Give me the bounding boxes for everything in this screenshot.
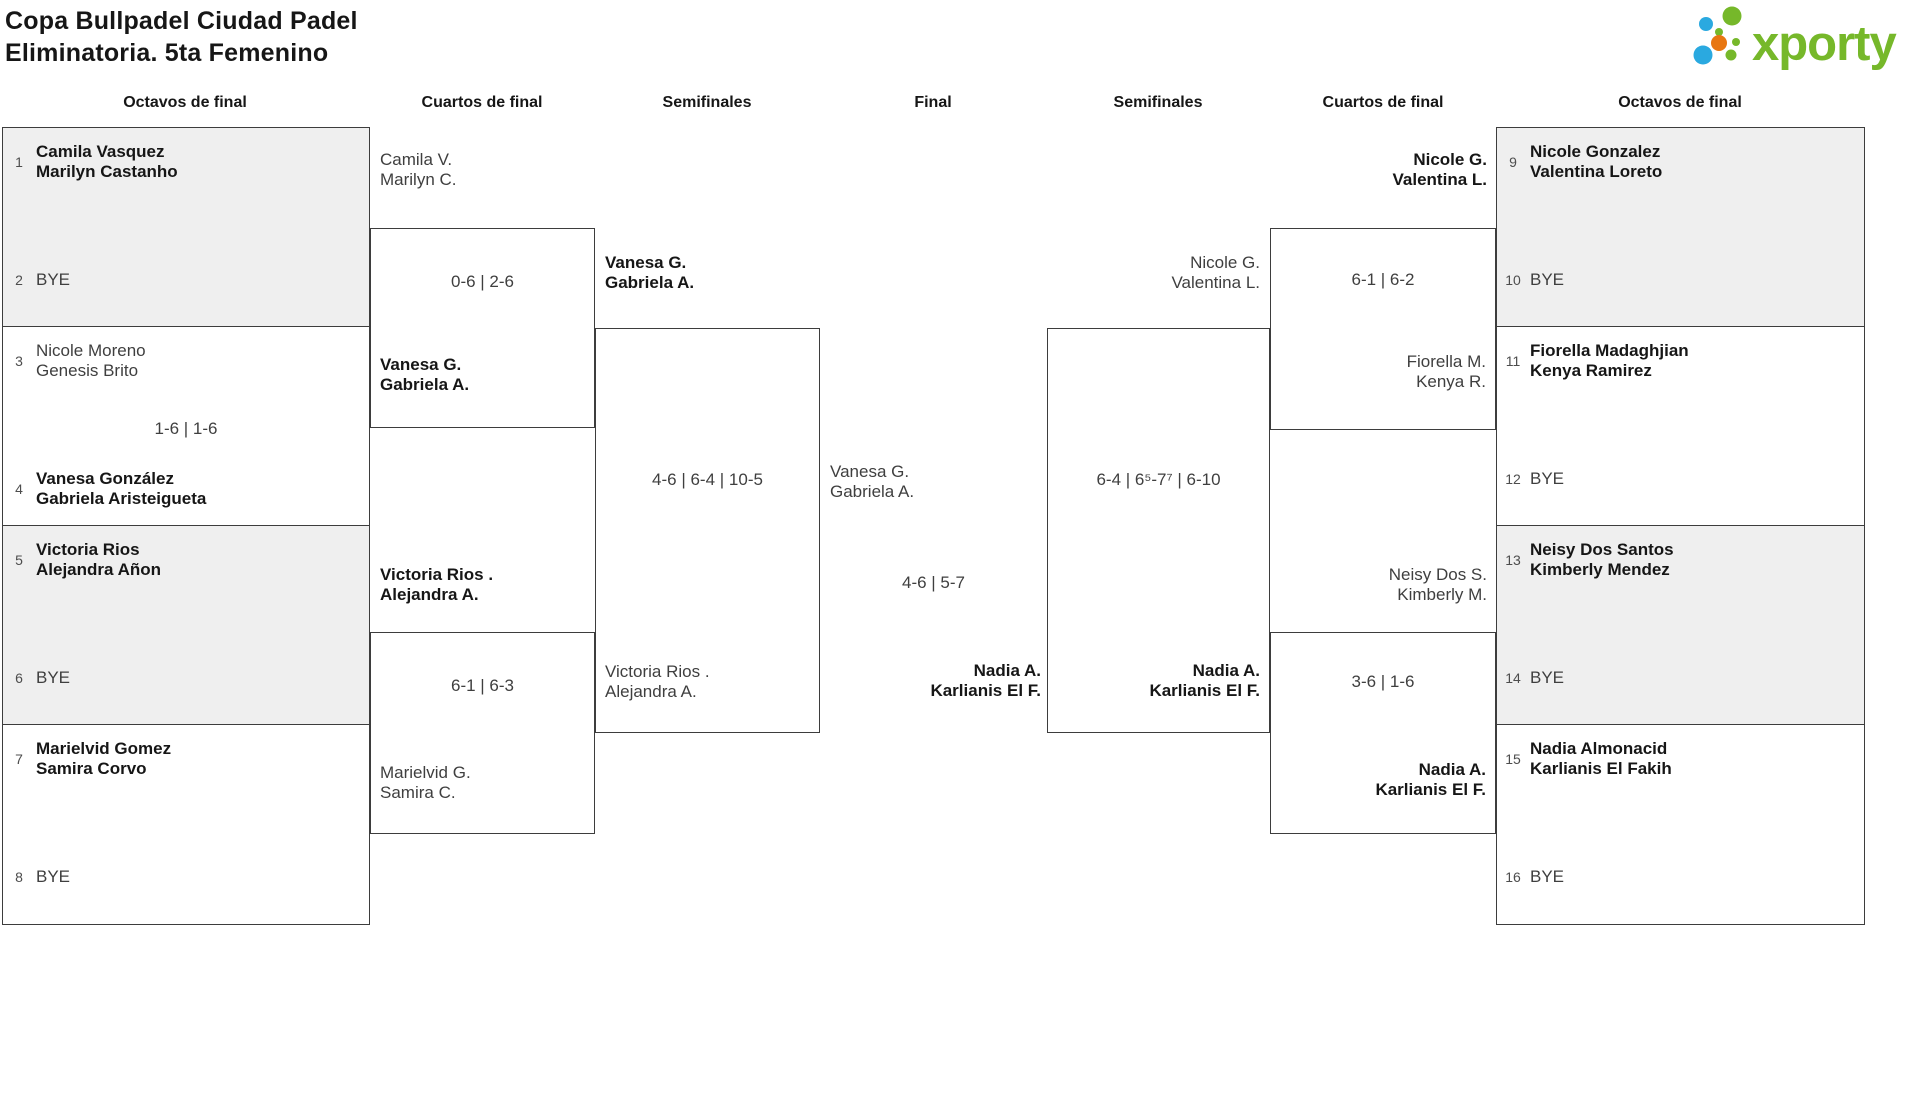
seed-number: 1 (15, 154, 23, 170)
match-box-qf-left-1 (370, 228, 595, 428)
seed-number: 3 (15, 353, 23, 369)
match-slot: 16 BYE (1503, 867, 1564, 887)
sf-right-score: 6-4 | 6⁵-7⁷ | 6-10 (1096, 470, 1221, 489)
match-box-qf-right-1 (1270, 228, 1496, 430)
seed-number: 4 (15, 481, 23, 497)
qf-right-1-bottom-team[interactable]: Fiorella M.Kenya R. (1406, 352, 1486, 391)
seed-number: 10 (1505, 272, 1521, 288)
match-box-qf-left-2 (370, 632, 595, 834)
round-header-sf-right: Semifinales (1113, 94, 1203, 111)
sf-left-score: 4-6 | 6-4 | 10-5 (652, 470, 763, 489)
seed-number: 5 (15, 552, 23, 568)
match-slot: 8 BYE (9, 867, 70, 887)
match-slot: 14 BYE (1503, 668, 1564, 688)
final-score: 4-6 | 5-7 (901, 573, 965, 592)
team-name[interactable]: BYE (36, 668, 71, 687)
seed-number: 7 (15, 751, 23, 767)
round-header-qf-right: Cuartos de final (1322, 94, 1444, 111)
match-slot: 6 BYE (9, 668, 70, 688)
team-name[interactable]: BYE (36, 867, 71, 886)
seed-number: 8 (15, 869, 23, 885)
team-name[interactable]: BYE (1530, 867, 1565, 886)
match-box-qf-right-2 (1270, 632, 1496, 834)
round-header-final: Final (914, 94, 952, 111)
match-box-sf-right (1047, 328, 1270, 733)
match-score: 1-6 | 1-6 (154, 419, 218, 438)
round-header-r16-right: Octavos de final (1618, 94, 1742, 111)
tournament-name: Copa Bullpadel Ciudad Padel (5, 7, 358, 35)
team-name[interactable]: BYE (1530, 668, 1565, 687)
match-slot: 2 BYE (9, 270, 70, 290)
qf-right-2-bottom-team[interactable]: Nadia A.Karlianis El F. (1375, 760, 1486, 799)
page-title: Copa Bullpadel Ciudad Padel Eliminatoria… (5, 5, 358, 69)
round-header-qf-left: Cuartos de final (421, 94, 543, 111)
qf-right-2-score: 3-6 | 1-6 (1351, 672, 1415, 691)
qf-left-1-bottom-team[interactable]: Vanesa G.Gabriela A. (380, 355, 470, 394)
qf-left-2-bottom-team[interactable]: Marielvid G.Samira C. (380, 763, 471, 802)
qf-left-2-score: 6-1 | 6-3 (450, 676, 514, 695)
team-name[interactable]: BYE (1530, 270, 1565, 289)
sf-right-bottom-team[interactable]: Nadia A.Karlianis El F. (1149, 661, 1260, 700)
qf-right-2-top-team[interactable]: Neisy Dos S.Kimberly M. (1388, 565, 1487, 604)
round-header-r16-left: Octavos de final (123, 94, 247, 111)
sf-left-top-team[interactable]: Vanesa G.Gabriela A. (605, 253, 695, 292)
match-slot: 12 BYE (1503, 469, 1564, 489)
qf-right-1-top-team[interactable]: Nicole G.Valentina L. (1392, 150, 1487, 189)
final-right-team[interactable]: Nadia A.Karlianis El F. (930, 661, 1041, 700)
tournament-stage: Eliminatoria. 5ta Femenino (5, 39, 329, 67)
seed-number: 6 (15, 670, 23, 686)
seed-number: 12 (1505, 471, 1521, 487)
seed-number: 2 (15, 272, 23, 288)
seed-number: 11 (1505, 353, 1521, 369)
qf-left-1-score: 0-6 | 2-6 (450, 272, 514, 291)
seed-number: 14 (1505, 670, 1521, 686)
logo-wordmark: xporty (1752, 17, 1897, 71)
seed-number: 16 (1505, 869, 1521, 885)
round-header-sf-left: Semifinales (662, 94, 752, 111)
team-name[interactable]: BYE (36, 270, 71, 289)
seed-number: 13 (1505, 552, 1521, 568)
seed-number: 15 (1505, 751, 1521, 767)
qf-left-1-top-team[interactable]: Camila V.Marilyn C. (380, 150, 457, 189)
qf-left-2-top-team[interactable]: Victoria Rios .Alejandra A. (380, 565, 494, 604)
team-name[interactable]: BYE (1530, 469, 1565, 488)
xporty-logo[interactable]: xporty (1688, 2, 1916, 74)
sf-left-bottom-team[interactable]: Victoria Rios .Alejandra A. (605, 662, 710, 701)
match-slot: 10 BYE (1503, 270, 1564, 290)
final-left-team[interactable]: Vanesa G.Gabriela A. (830, 462, 915, 501)
logo-dots-icon: xporty (1693, 6, 1898, 71)
qf-right-1-score: 6-1 | 6-2 (1351, 270, 1415, 289)
match-box-sf-left (595, 328, 820, 733)
sf-right-top-team[interactable]: Nicole G.Valentina L. (1171, 253, 1260, 292)
seed-number: 9 (1509, 154, 1517, 170)
